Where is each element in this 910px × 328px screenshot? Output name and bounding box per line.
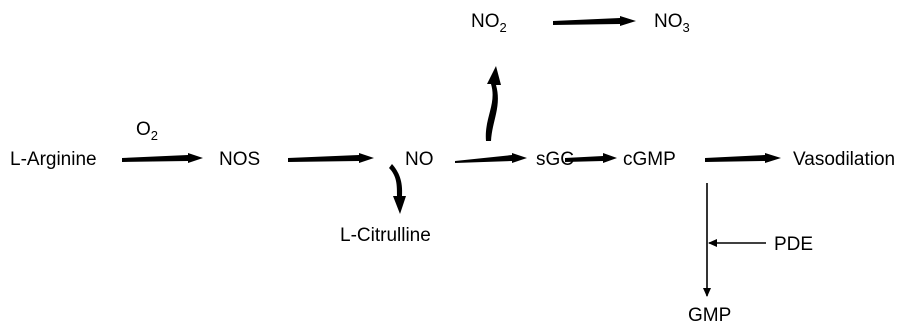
node-cgmp: cGMP <box>623 149 676 170</box>
node-no3-base: NO <box>654 11 683 32</box>
node-gmp: GMP <box>688 305 732 326</box>
cofactor-o2-sub: 2 <box>150 128 159 143</box>
node-no: NO <box>405 149 434 170</box>
cofactor-o2-base: O <box>136 119 151 140</box>
node-no2: NO2 <box>471 11 507 34</box>
node-no2-sub: 2 <box>499 20 507 35</box>
node-pde: PDE <box>774 234 814 255</box>
arrow-no2-to-no3 <box>553 16 636 26</box>
node-no2-base: NO <box>471 11 500 32</box>
node-no3: NO3 <box>654 11 690 34</box>
arrow-no-to-no2 <box>485 66 501 141</box>
arrow-cgmp-to-vasodilation <box>705 153 781 163</box>
arrow-arginine-to-nos <box>122 153 203 163</box>
arrow-no-to-sgc <box>455 153 527 163</box>
node-l-arginine: L-Arginine <box>10 149 97 170</box>
node-vasodilation: Vasodilation <box>793 149 896 170</box>
cofactor-o2: O2 <box>136 119 158 142</box>
arrow-no-to-citrulline <box>389 164 406 214</box>
node-no3-sub: 3 <box>682 20 690 35</box>
node-nos: NOS <box>219 149 261 170</box>
arrow-sgc-to-cgmp <box>565 153 617 163</box>
node-l-citrulline: L-Citrulline <box>340 225 431 246</box>
arrow-nos-to-no <box>288 153 374 163</box>
node-sgc: sGC <box>536 149 574 170</box>
